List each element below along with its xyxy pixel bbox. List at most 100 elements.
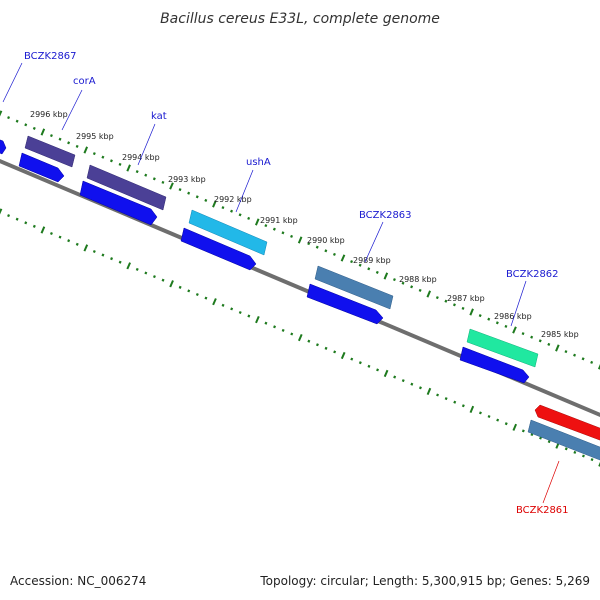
cds-arrow[interactable] xyxy=(459,346,530,384)
label-kat[interactable]: kat xyxy=(151,111,167,122)
minor-tick xyxy=(247,314,251,318)
minor-tick xyxy=(496,418,500,422)
minor-tick xyxy=(564,350,568,354)
feature-kat[interactable] xyxy=(86,164,167,211)
minor-tick xyxy=(67,239,71,243)
minor-tick xyxy=(109,159,113,163)
label-corA[interactable]: corA xyxy=(73,76,96,87)
minor-tick xyxy=(495,321,499,325)
minor-tick xyxy=(135,267,139,271)
minor-tick xyxy=(178,285,182,289)
minor-tick xyxy=(376,368,380,372)
minor-tick xyxy=(324,346,328,350)
minor-tick xyxy=(367,364,371,368)
minor-tick xyxy=(581,454,585,458)
minor-tick xyxy=(152,275,156,279)
minor-tick xyxy=(418,288,422,292)
minor-tick xyxy=(118,260,122,264)
minor-tick xyxy=(92,152,96,156)
label-BCZK2861[interactable]: BCZK2861 xyxy=(516,505,569,516)
minor-tick xyxy=(264,224,268,228)
minor-tick xyxy=(290,332,294,336)
minor-tick xyxy=(547,342,551,346)
minor-tick xyxy=(187,191,191,195)
minor-tick xyxy=(144,173,148,177)
minor-tick xyxy=(435,296,439,300)
accession-text: Accession: NC_006274 xyxy=(10,574,147,588)
feature-boxes xyxy=(24,135,600,462)
outer-tick-ring xyxy=(0,110,600,370)
minor-tick xyxy=(7,116,11,120)
major-tick xyxy=(340,254,346,262)
major-tick xyxy=(169,182,174,190)
label-BCZK2867[interactable]: BCZK2867 xyxy=(24,51,77,62)
minor-tick xyxy=(504,422,508,426)
major-tick xyxy=(212,298,217,306)
minor-tick xyxy=(161,180,165,184)
label-leader xyxy=(364,221,384,263)
minor-tick xyxy=(444,299,448,303)
minor-tick xyxy=(247,216,251,220)
major-tick xyxy=(469,405,475,413)
scale-label: 2993 kbp xyxy=(168,175,206,184)
minor-tick xyxy=(350,260,354,264)
major-tick xyxy=(426,387,432,395)
minor-tick xyxy=(230,209,234,213)
minor-tick xyxy=(573,353,577,357)
minor-tick xyxy=(478,411,482,415)
minor-tick xyxy=(521,429,525,433)
minor-tick xyxy=(375,270,379,274)
major-tick xyxy=(255,316,260,324)
cds-arrow[interactable] xyxy=(18,152,65,183)
minor-tick xyxy=(418,386,422,390)
minor-tick xyxy=(436,393,440,397)
feature-BCZK2862[interactable] xyxy=(466,328,539,368)
scale-label: 2990 kbp xyxy=(307,236,345,245)
minor-tick xyxy=(101,155,105,159)
cds-arrows xyxy=(0,138,530,384)
feature-corA[interactable] xyxy=(24,135,76,168)
minor-tick xyxy=(581,357,585,361)
major-tick xyxy=(297,236,303,244)
minor-tick xyxy=(32,126,36,130)
minor-tick xyxy=(444,397,448,401)
minor-tick xyxy=(333,350,337,354)
minor-tick xyxy=(315,343,319,347)
cds-arrow[interactable] xyxy=(180,227,257,271)
cds-arrow[interactable] xyxy=(306,283,384,325)
minor-tick xyxy=(461,306,465,310)
minor-tick xyxy=(539,436,543,440)
minor-tick xyxy=(401,281,405,285)
feature-BCZK2863[interactable] xyxy=(314,265,394,310)
feature-ushA[interactable] xyxy=(188,209,268,256)
major-tick xyxy=(512,326,517,334)
cds-arrow[interactable] xyxy=(79,180,158,226)
major-tick xyxy=(512,423,518,431)
minor-tick xyxy=(273,325,277,329)
minor-tick xyxy=(452,303,456,307)
label-leader xyxy=(137,123,156,166)
major-tick xyxy=(297,333,303,342)
scale-label: 2987 kbp xyxy=(447,294,485,303)
minor-tick xyxy=(281,231,285,235)
minor-tick xyxy=(32,224,36,228)
minor-tick xyxy=(538,339,542,343)
feature-labels: BCZK2867 corA kat ushA BCZK2863 BCZK2862… xyxy=(2,51,569,516)
cds-arrow[interactable] xyxy=(0,138,7,155)
major-tick xyxy=(383,272,389,280)
major-tick xyxy=(40,226,46,234)
minor-tick xyxy=(358,263,362,267)
label-BCZK2862[interactable]: BCZK2862 xyxy=(506,269,559,280)
feature-BCZK2861[interactable] xyxy=(534,404,600,442)
label-BCZK2863[interactable]: BCZK2863 xyxy=(359,210,412,221)
minor-tick xyxy=(195,292,199,297)
minor-tick xyxy=(590,360,594,364)
minor-tick xyxy=(367,267,371,271)
label-ushA[interactable]: ushA xyxy=(246,157,271,168)
minor-tick xyxy=(530,335,534,339)
feature-BCZK2861-box[interactable] xyxy=(527,419,600,462)
minor-tick xyxy=(264,321,268,325)
minor-tick xyxy=(487,317,491,321)
minor-tick xyxy=(67,141,71,145)
